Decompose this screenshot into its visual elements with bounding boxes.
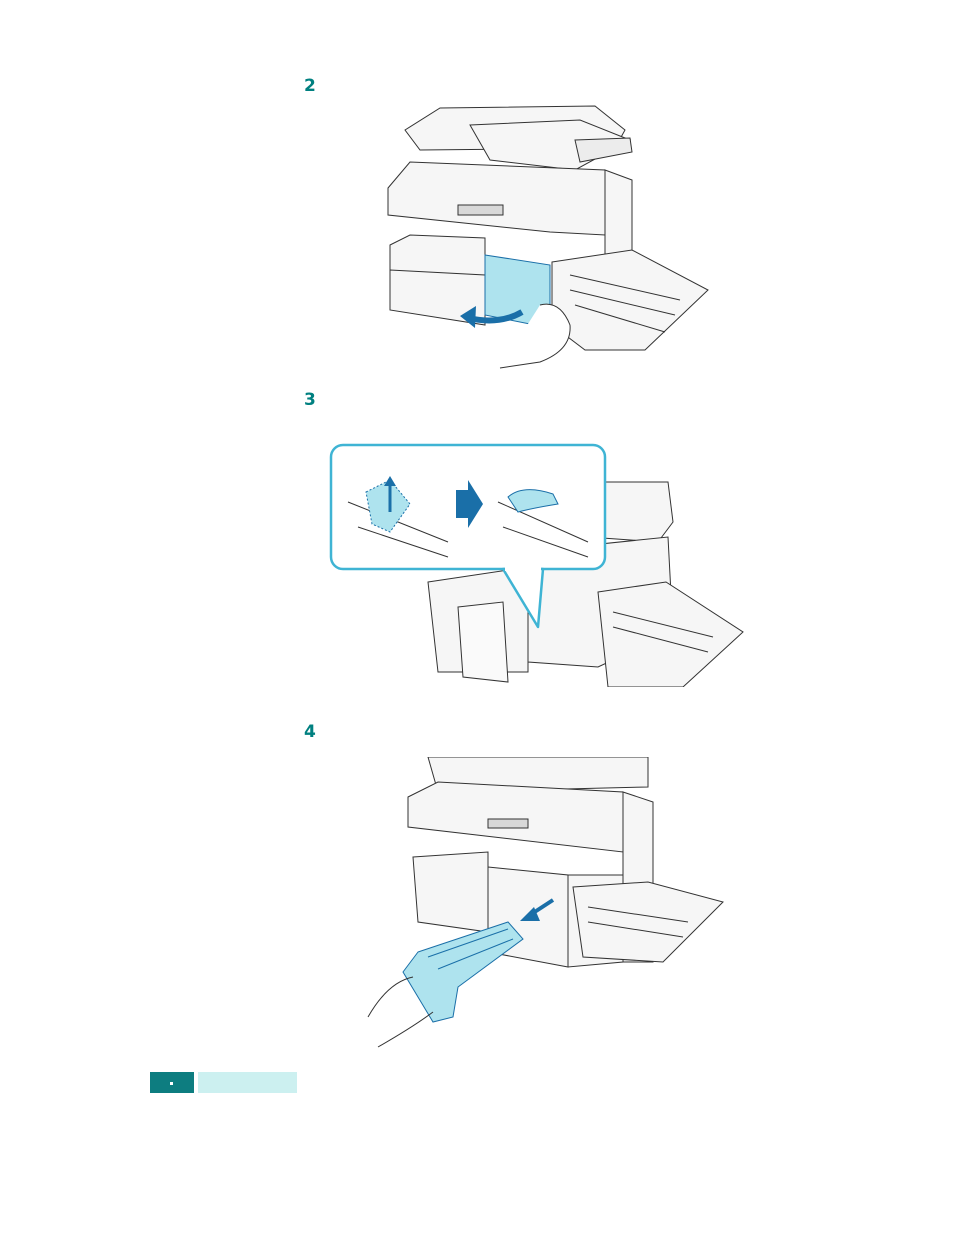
printer-open-cover-illustration	[380, 100, 715, 370]
footer-dot	[170, 1082, 173, 1085]
printer-lever-illustration	[328, 442, 748, 687]
printer-remove-cartridge-illustration	[358, 757, 728, 1052]
footer-tab-light	[198, 1072, 297, 1093]
step-3-number: 3	[304, 390, 316, 410]
footer-tab-dark	[150, 1072, 194, 1093]
step-2-number: 2	[304, 76, 316, 96]
step-4-number: 4	[304, 722, 316, 742]
toner-cartridge	[403, 922, 523, 1022]
